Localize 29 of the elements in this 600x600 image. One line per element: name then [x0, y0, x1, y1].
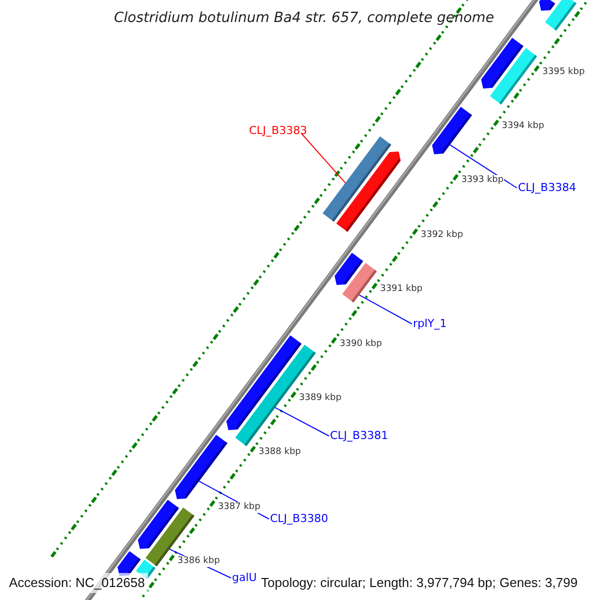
gene-label: CLJ_B3383: [249, 123, 308, 139]
scale-label: 3392 kbp: [420, 230, 464, 241]
scale-label: 3394 kbp: [502, 121, 544, 132]
scale-label: 3388 kbp: [258, 447, 301, 458]
title: Clostridium botulinum Ba4 str. 657, complete genome: [114, 9, 494, 28]
scale-label: 3391 kbp: [380, 284, 423, 296]
gene-feature: [432, 106, 472, 154]
scale-label: 3386 kbp: [177, 556, 220, 568]
gene-feature: [174, 434, 228, 500]
leader-line: [274, 407, 330, 436]
gene-label: CLJ_B3381: [330, 428, 388, 444]
scale-label: 3387 kbp: [218, 502, 260, 513]
accession-text: Accession: NC_012658: [6, 573, 148, 592]
leader-line: [358, 294, 412, 324]
leader-line: [300, 132, 346, 184]
scale-label: 3390 kbp: [340, 338, 382, 350]
scale-label: 3393 kbp: [461, 175, 504, 186]
gene-feature: [342, 262, 377, 303]
gene-label: CLJ_B3384: [518, 180, 576, 196]
gene-label: rplY_1: [413, 316, 447, 332]
gene-label: CLJ_B3380: [270, 511, 328, 527]
leader-line: [449, 144, 518, 188]
gene-feature: [539, 0, 556, 11]
gene-label: galU: [232, 570, 257, 586]
scale-label: 3389 kbp: [299, 392, 342, 404]
gene-feature: [336, 152, 401, 232]
scale-label: 3395 kbp: [542, 66, 585, 78]
gene-feature: [544, 0, 577, 31]
gene-feature: [490, 48, 538, 104]
